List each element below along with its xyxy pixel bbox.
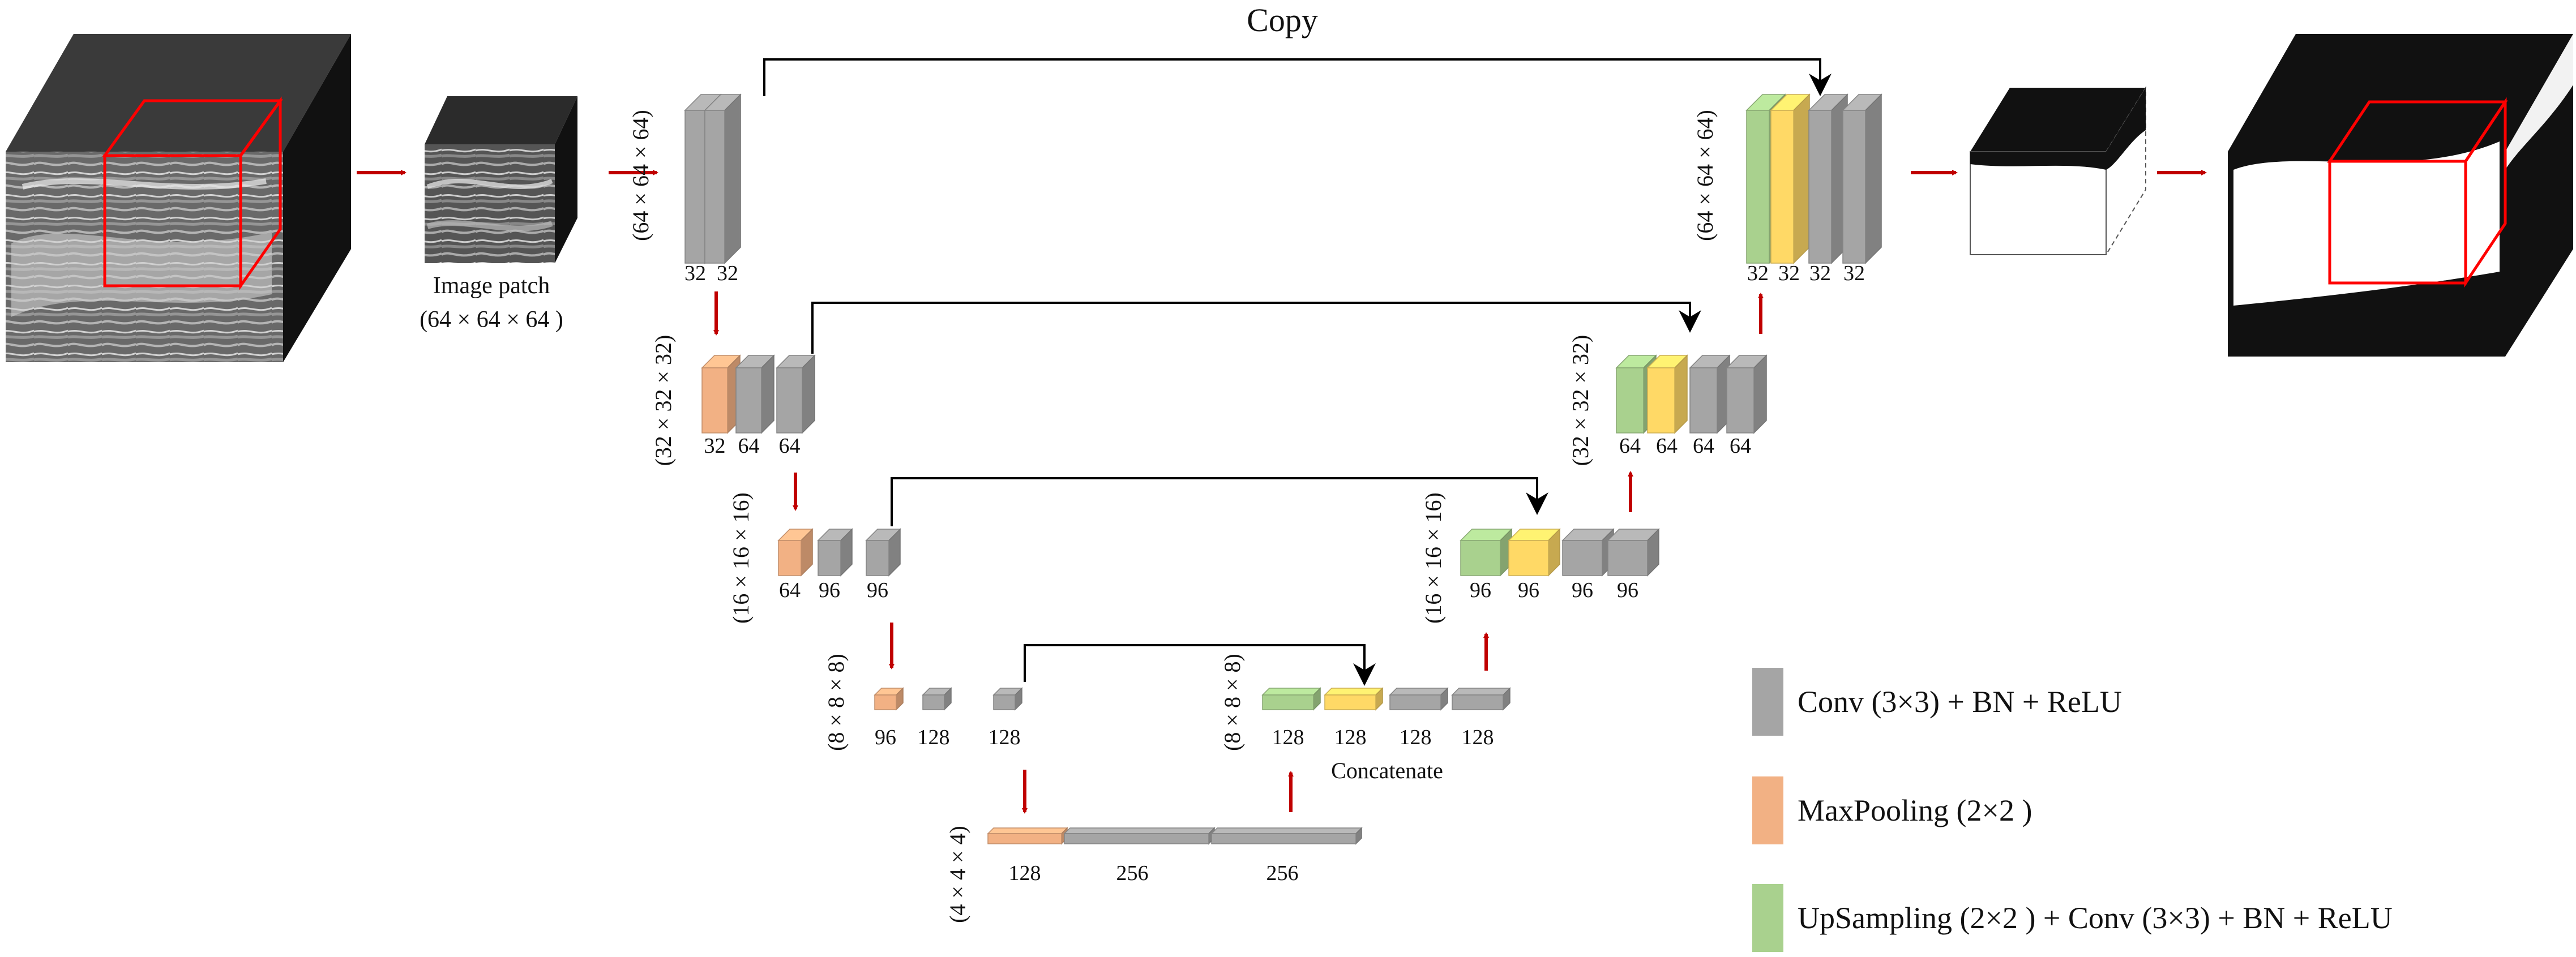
channel-label: 96: [1518, 578, 1539, 602]
channel-label: 96: [867, 578, 888, 602]
concat-block: [1646, 354, 1688, 434]
image-patch-label: Image patch: [433, 273, 550, 299]
conv-block: [865, 528, 901, 577]
channel-label: 64: [779, 434, 801, 458]
conv-block: [776, 354, 816, 434]
legend: Conv (3×3) + BN + ReLU MaxPooling (2×2 ) U…: [1752, 668, 2393, 952]
output-patch: [1970, 85, 2146, 257]
maxpool-block: [777, 528, 814, 577]
conv-block: [1561, 528, 1615, 577]
channel-label: 128: [989, 726, 1021, 749]
conv-block: [1063, 827, 1216, 845]
maxpool-block: [874, 687, 904, 711]
channel-label: 32: [1843, 261, 1865, 285]
conv-block: [704, 93, 742, 264]
maxpool-block: [987, 827, 1068, 845]
conv-block: [992, 687, 1023, 711]
level-dim-label: (16 × 16 × 16): [728, 492, 754, 624]
channel-label: 128: [918, 726, 950, 749]
skip-connection: [891, 477, 1548, 526]
network: (64 × 64 × 64) 32 32 (32 × 32 × 32) 32 64 64 (1…: [628, 2, 1882, 923]
conv-block: [817, 528, 853, 577]
channel-label: 64: [1656, 434, 1678, 458]
concatenate-label: Concatenate: [1331, 758, 1443, 783]
image-patch-size: (64 × 64 × 64 ): [420, 307, 563, 333]
channel-label: 128: [1334, 726, 1367, 749]
channel-label: 32: [1809, 261, 1831, 285]
image-patch: [425, 96, 577, 263]
crop-box: [2327, 97, 2508, 288]
level-dim-label: (64 × 64 × 64): [628, 110, 653, 241]
conv-block: [1607, 528, 1660, 577]
channel-label: 96: [1572, 578, 1593, 602]
conv-block: [1726, 354, 1768, 434]
channel-label: 64: [738, 434, 760, 458]
level-dim-label: (32 × 32 × 32): [1568, 335, 1593, 466]
channel-label: 128: [1272, 726, 1304, 749]
channel-label: 256: [1266, 861, 1299, 885]
channel-label: 256: [1116, 861, 1149, 885]
channel-label: 32: [704, 434, 726, 458]
channel-label: 96: [1470, 578, 1491, 602]
channel-label: 32: [717, 261, 738, 285]
concat-block: [1770, 93, 1811, 264]
conv-block: [1389, 687, 1449, 711]
channel-label: 32: [684, 261, 706, 285]
conv-block: [1842, 93, 1882, 264]
skip-connection: [763, 58, 1832, 96]
level-dim-label: (64 × 64 × 64): [1692, 110, 1718, 241]
skip-connection: [1024, 644, 1376, 686]
input-mri-volume: [6, 34, 351, 362]
upsampling-block: [1460, 528, 1513, 577]
channel-label: 64: [779, 578, 801, 602]
channel-label: 96: [875, 726, 896, 749]
output-segmentation-volume: [2228, 34, 2573, 357]
level-dim-label: (32 × 32 × 32): [651, 335, 676, 466]
conv-block: [1210, 827, 1363, 845]
legend-swatch-maxpool: [1752, 776, 1783, 844]
channel-label: 64: [1730, 434, 1751, 458]
level-dim-label: (16 × 16 × 16): [1420, 492, 1446, 624]
conv-block: [1689, 354, 1731, 434]
level-dim-label: (4 × 4 × 4): [945, 826, 970, 923]
channel-label: 128: [1462, 726, 1494, 749]
copy-label: Copy: [1247, 2, 1318, 38]
conv-block: [922, 687, 952, 711]
channel-label: 96: [819, 578, 840, 602]
upsampling-block: [1261, 687, 1321, 711]
level-dim-label: (8 × 8 × 8): [1219, 654, 1245, 751]
channel-label: 96: [1617, 578, 1638, 602]
skip-connection: [811, 302, 1701, 354]
conv-block: [1808, 93, 1848, 264]
legend-swatch-upsampling: [1752, 884, 1783, 952]
conv-block: [735, 354, 775, 434]
channel-label: 64: [1693, 434, 1714, 458]
conv-block: [1451, 687, 1511, 711]
channel-label: 64: [1619, 434, 1641, 458]
channel-label: 32: [1747, 261, 1769, 285]
concat-block: [1508, 528, 1561, 577]
crop-box: [102, 96, 283, 290]
level-dim-label: (8 × 8 × 8): [823, 654, 849, 751]
maxpool-block: [701, 354, 741, 434]
channel-label: 128: [1400, 726, 1432, 749]
concat-block: [1324, 687, 1384, 711]
legend-swatch-conv: [1752, 668, 1783, 736]
channel-label: 128: [1009, 861, 1041, 885]
channel-label: 32: [1778, 261, 1800, 285]
legend-label: UpSampling (2×2 ) + Conv (3×3) + BN + Re…: [1798, 901, 2393, 935]
legend-label: MaxPooling (2×2 ): [1798, 793, 2032, 827]
legend-label: Conv (3×3) + BN + ReLU: [1798, 685, 2122, 719]
